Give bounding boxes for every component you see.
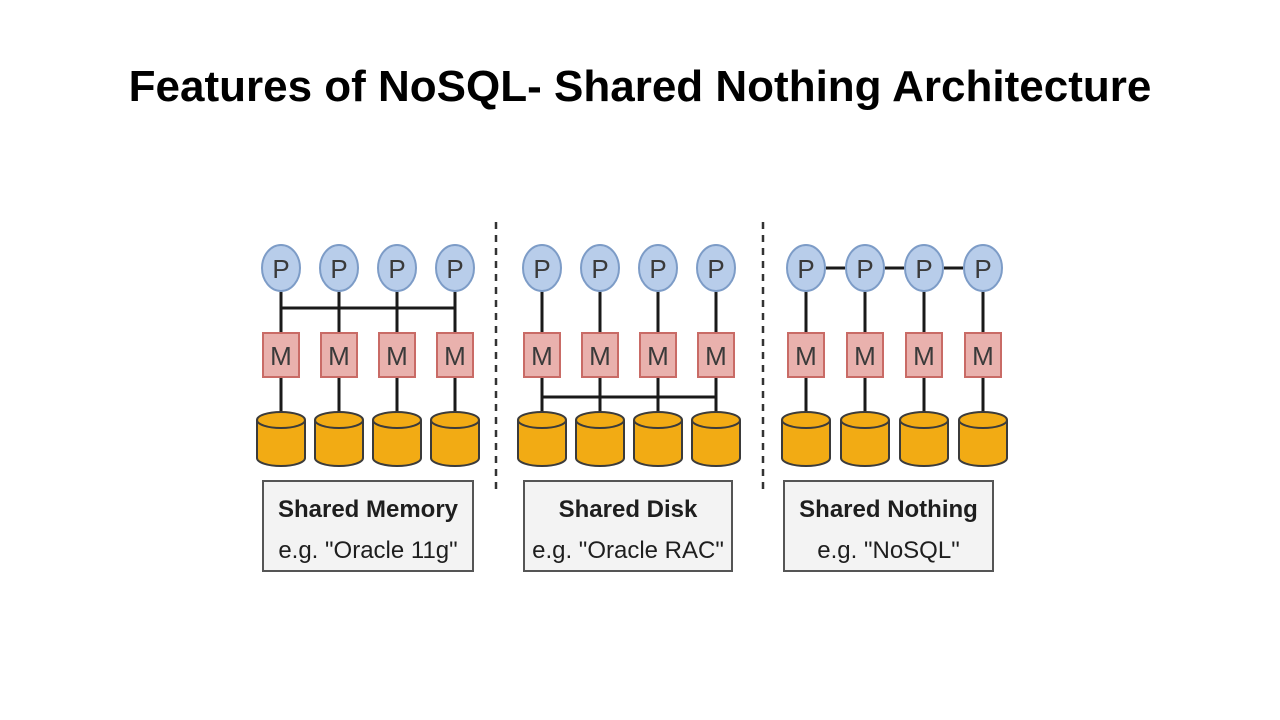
processor-node — [435, 244, 475, 292]
processor-label: P — [446, 254, 463, 284]
processor-label: P — [974, 254, 991, 284]
memory-label: M — [647, 341, 669, 371]
memory-box — [639, 332, 677, 378]
memory-box — [320, 332, 358, 378]
processor-node — [522, 244, 562, 292]
processor-node — [638, 244, 678, 292]
memory-label: M — [972, 341, 994, 371]
caption-box — [783, 480, 994, 572]
processor-node — [580, 244, 620, 292]
caption-box — [523, 480, 733, 572]
caption-title: Shared Disk — [559, 496, 698, 523]
disk-icon — [691, 420, 741, 467]
processor-label: P — [649, 254, 666, 284]
processor-node — [904, 244, 944, 292]
memory-box — [581, 332, 619, 378]
processor-label: P — [591, 254, 608, 284]
processor-node — [377, 244, 417, 292]
disk-icon — [633, 420, 683, 467]
disk-icon — [517, 420, 567, 467]
disk-icon — [781, 420, 831, 467]
disk-icon — [958, 420, 1008, 467]
caption-example: e.g. "Oracle RAC" — [532, 537, 724, 564]
memory-label: M — [531, 341, 553, 371]
memory-label: M — [913, 341, 935, 371]
disk-top — [781, 411, 831, 429]
processor-node — [261, 244, 301, 292]
disk-top — [958, 411, 1008, 429]
processor-label: P — [707, 254, 724, 284]
panel-shared-memory: M M M M P P P P Shared Memory e.g. "Oracle 11g" — [256, 244, 480, 572]
processor-label: P — [533, 254, 550, 284]
processor-node — [696, 244, 736, 292]
memory-label: M — [444, 341, 466, 371]
memory-label: M — [589, 341, 611, 371]
disk-icon — [899, 420, 949, 467]
caption-title: Shared Memory — [278, 496, 459, 523]
processor-node — [845, 244, 885, 292]
memory-box — [378, 332, 416, 378]
disk-top — [314, 411, 364, 429]
disk-top — [517, 411, 567, 429]
disk-top — [840, 411, 890, 429]
caption-example: e.g. "Oracle 11g" — [278, 537, 457, 564]
processor-node — [786, 244, 826, 292]
memory-box — [523, 332, 561, 378]
memory-box — [905, 332, 943, 378]
memory-label: M — [328, 341, 350, 371]
disk-top — [899, 411, 949, 429]
memory-box — [787, 332, 825, 378]
processor-node — [963, 244, 1003, 292]
memory-label: M — [795, 341, 817, 371]
processor-label: P — [388, 254, 405, 284]
slide-title: Features of NoSQL- Shared Nothing Archit… — [128, 62, 1152, 111]
disk-top — [372, 411, 422, 429]
panel-shared-disk: M M M M P P P P Shared Disk e.g. "Oracle RAC" — [517, 244, 741, 572]
processor-node — [319, 244, 359, 292]
caption-example: e.g. "NoSQL" — [817, 537, 959, 564]
memory-box — [262, 332, 300, 378]
disk-top — [256, 411, 306, 429]
memory-box — [697, 332, 735, 378]
disk-icon — [575, 420, 625, 467]
processor-label: P — [330, 254, 347, 284]
memory-label: M — [854, 341, 876, 371]
disk-top — [633, 411, 683, 429]
disk-icon — [314, 420, 364, 467]
processor-label: P — [797, 254, 814, 284]
memory-label: M — [705, 341, 727, 371]
memory-box — [436, 332, 474, 378]
disk-top — [691, 411, 741, 429]
processor-label: P — [856, 254, 873, 284]
caption-box — [262, 480, 474, 572]
disk-icon — [256, 420, 306, 467]
memory-box — [964, 332, 1002, 378]
disk-icon — [840, 420, 890, 467]
caption-title: Shared Nothing — [799, 496, 978, 523]
disk-top — [430, 411, 480, 429]
disk-icon — [372, 420, 422, 467]
memory-label: M — [270, 341, 292, 371]
processor-label: P — [915, 254, 932, 284]
memory-box — [846, 332, 884, 378]
panel-shared-nothing: M M M M P P P P Shared Nothing e.g. "NoSQL" — [781, 244, 1008, 572]
processor-label: P — [272, 254, 289, 284]
disk-top — [575, 411, 625, 429]
disk-icon — [430, 420, 480, 467]
memory-label: M — [386, 341, 408, 371]
